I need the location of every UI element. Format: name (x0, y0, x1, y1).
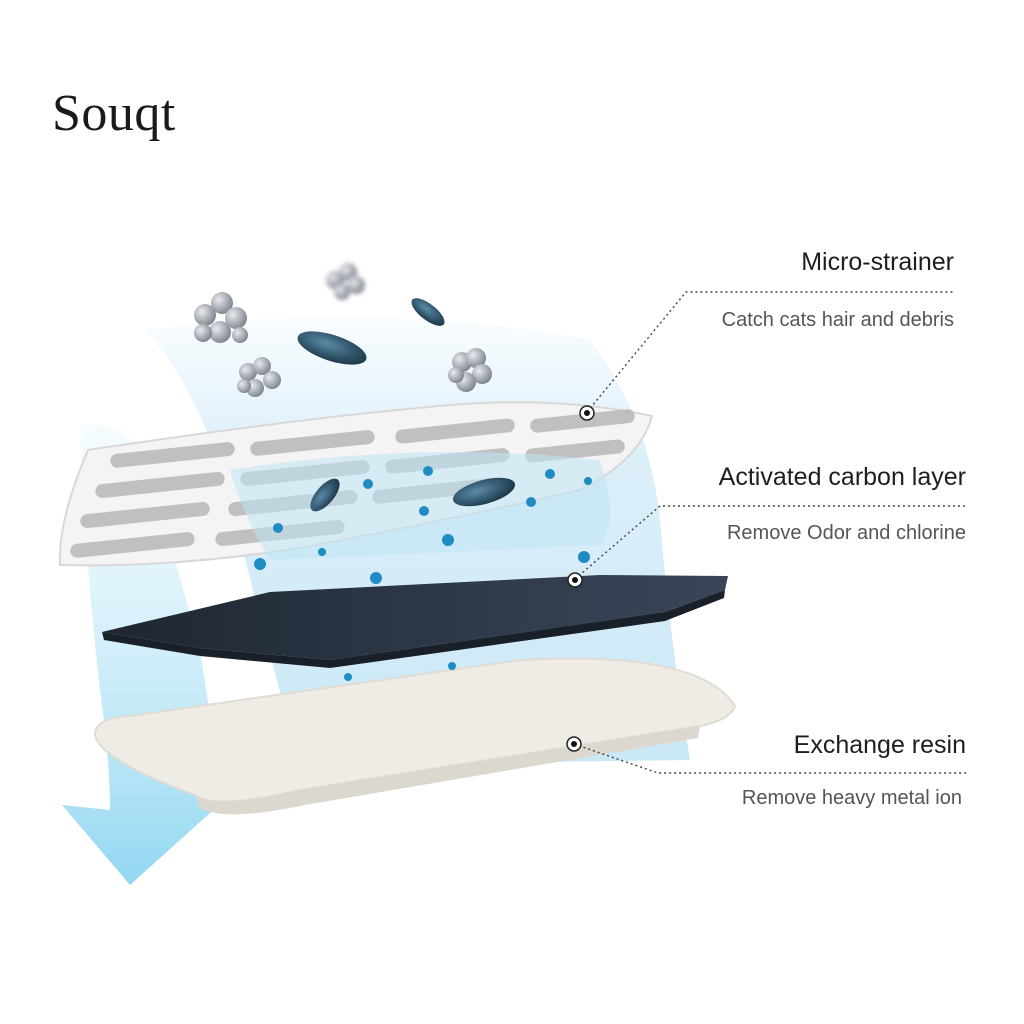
label-carbon-title: Activated carbon layer (718, 463, 966, 491)
bacterium (411, 298, 445, 326)
bacterium (297, 331, 367, 365)
label-micro-strainer-desc: Catch cats hair and debris (721, 309, 954, 331)
bacteria (297, 298, 516, 512)
label-micro-strainer-title: Micro-strainer (801, 248, 954, 276)
callout-leaders (573, 291, 966, 774)
label-resin-title: Exchange resin (793, 731, 966, 759)
label-resin-desc: Remove heavy metal ion (741, 787, 962, 809)
callout-markers (566, 405, 595, 752)
debris-cluster (237, 357, 281, 397)
bacterium (452, 477, 516, 507)
label-carbon-desc: Remove Odor and chlorine (726, 522, 966, 544)
micro-strainer-mesh (58, 401, 654, 567)
brand-logo: Souqt (52, 85, 176, 142)
bacterium (310, 478, 340, 512)
debris-cluster (194, 292, 248, 343)
debris-particles (194, 263, 492, 397)
carbon-layer (102, 575, 728, 668)
debris-cluster (326, 263, 365, 300)
water-particles (254, 466, 592, 681)
debris-cluster (448, 348, 492, 392)
